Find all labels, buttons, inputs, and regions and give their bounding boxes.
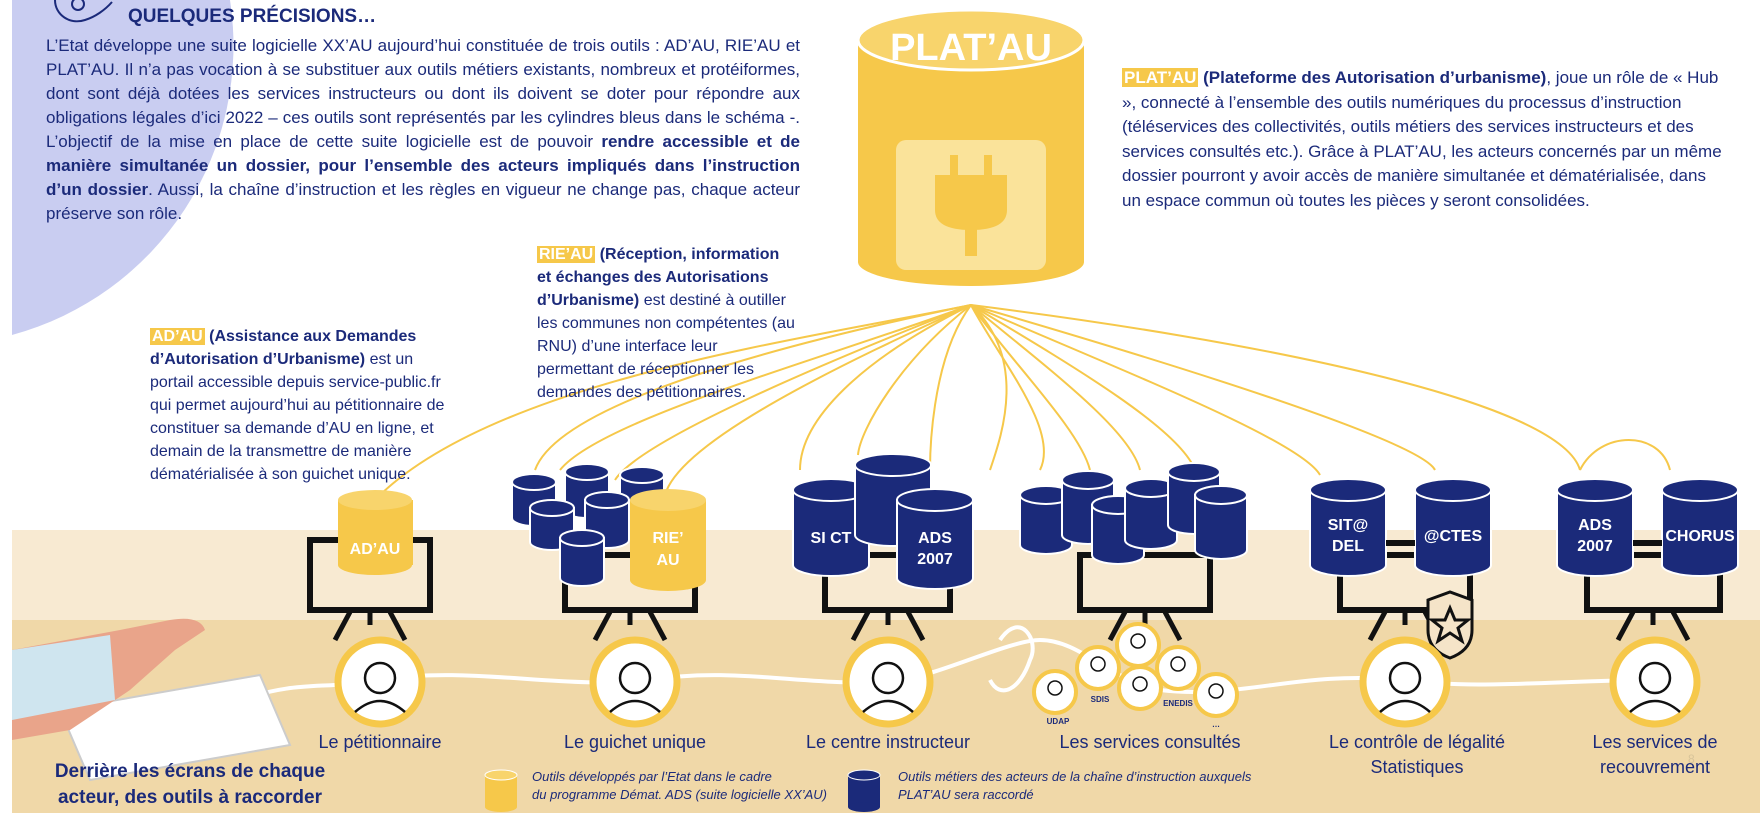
- ads2007-a-label-1: ADS: [918, 530, 952, 547]
- small-avatars: [1032, 622, 1239, 718]
- sict-cylinder-label: SI CT: [811, 530, 852, 547]
- actor-centre-instructeur: Le centre instructeur: [805, 732, 971, 752]
- ads2007-b-label-2: 2007: [1577, 538, 1613, 555]
- rieau-bold: (Réception, information et échanges des …: [537, 246, 780, 309]
- actor-recouvrement-line-2: recouvrement: [1599, 757, 1711, 777]
- shield-star-icon: [1426, 590, 1474, 660]
- platau-description: PLAT’AU (Plateforme des Autorisation d’u…: [1122, 66, 1722, 213]
- actor-recouvrement-line-1: Les services de: [1592, 732, 1718, 752]
- adau-text: est un portail accessible depuis service…: [150, 351, 445, 483]
- legend-yellow-line-2: du programme Démat. ADS (suite logiciell…: [532, 787, 828, 802]
- services-tools-cluster: [1019, 462, 1248, 565]
- rieau-cylinder-label-2: AU: [656, 552, 679, 569]
- adau-bold: (Assistance aux Demandes d’Autorisation …: [150, 328, 417, 368]
- monitor-stands: [332, 610, 1691, 642]
- platau-bold: (Plateforme des Autorisation d’urbanisme…: [1203, 68, 1547, 87]
- avatar-faces: [354, 661, 1681, 713]
- adau-tag: AD’AU: [150, 328, 205, 345]
- udap-label: UDAP: [1047, 717, 1070, 726]
- centre-tools-cluster: [792, 453, 974, 590]
- legend-yellow-line-1: Outils développés par l’Etat dans le cad…: [532, 769, 772, 784]
- actor-petitionnaire: Le pétitionnaire: [318, 732, 442, 752]
- sitdel-label-2: DEL: [1332, 538, 1364, 555]
- legend-yellow-text: Outils développés par l’Etat dans le cad…: [532, 768, 842, 804]
- etc-label: …: [1212, 720, 1220, 729]
- hand-drawn-person-icon: [54, 0, 113, 23]
- cable-loop: [988, 625, 1035, 693]
- adau-description: AD’AU (Assistance aux Demandes d’Autoris…: [150, 325, 450, 486]
- actor-controle-line-2: Statistiques: [1370, 757, 1464, 777]
- actor-recouvrement: Les services de recouvrement: [1575, 732, 1735, 778]
- adau-cylinder-label: AD’AU: [350, 541, 401, 558]
- enedis-label: ENEDIS: [1163, 699, 1193, 708]
- rieau-description: RIE’AU (Réception, information et échang…: [537, 243, 795, 404]
- footer-title-line-1: Derrière les écrans de chaque: [54, 761, 326, 782]
- person-avatar-icon: [334, 636, 1701, 728]
- rieau-cylinder: [630, 489, 706, 591]
- decor-lavender-shape: [12, 0, 234, 335]
- legend-yellow-cylinder: [484, 769, 518, 812]
- chorus-label: CHORUS: [1665, 528, 1735, 545]
- sdis-label: SDIS: [1091, 695, 1110, 704]
- plug-icon: [896, 140, 1046, 270]
- intro-text-1: L’Etat développe une suite logicielle XX…: [46, 36, 800, 151]
- actor-services-consultes: Les services consultés: [1059, 732, 1241, 752]
- controle-tools-cluster: [1309, 478, 1492, 577]
- ads2007-a-label-2: 2007: [917, 551, 953, 568]
- legend-blue-text: Outils métiers des acteurs de la chaîne …: [898, 768, 1298, 804]
- adau-cylinder: [338, 490, 413, 575]
- actor-controle-line-1: Le contrôle de légalité: [1328, 732, 1506, 752]
- intro-text-bold: rendre accessible et de manière simultan…: [46, 132, 800, 199]
- platau-cylinder-label: PLAT’AU: [890, 27, 1052, 69]
- page-number: 8: [1688, 752, 1695, 766]
- rieau-text: est destiné à outiller les communes non …: [537, 292, 795, 401]
- keyboard-hand-icon: [12, 618, 292, 782]
- footer-title-line-2: acteur, des outils à raccorder: [57, 787, 322, 808]
- rieau-tag: RIE’AU: [537, 246, 596, 263]
- platau-text: , joue un rôle de « Hub », connecté à l’…: [1122, 68, 1722, 210]
- legend-blue-line-2: PLAT’AU sera raccordé: [898, 787, 1034, 802]
- intro-paragraph: L’Etat développe une suite logicielle XX…: [46, 34, 800, 226]
- sitdel-label-1: SIT@: [1328, 517, 1369, 534]
- actes-label: @CTES: [1424, 528, 1483, 545]
- ads2007-b-label-1: ADS: [1578, 517, 1612, 534]
- legend-blue-cylinder: [847, 769, 881, 812]
- footer-title: Derrière les écrans de chaque acteur, des…: [20, 759, 360, 811]
- rieau-cylinder-label-1: RIE’: [652, 530, 683, 547]
- legend-blue-line-1: Outils métiers des acteurs de la chaîne …: [898, 769, 1252, 784]
- platau-tag: PLAT’AU: [1122, 68, 1199, 87]
- intro-text-2: . Aussi, la chaîne d’instruction et les …: [46, 180, 800, 223]
- section-title: QUELQUES PRÉCISIONS…: [128, 6, 377, 27]
- recouvrement-tools-cluster: [1556, 478, 1739, 577]
- actor-guichet-unique: Le guichet unique: [563, 732, 707, 752]
